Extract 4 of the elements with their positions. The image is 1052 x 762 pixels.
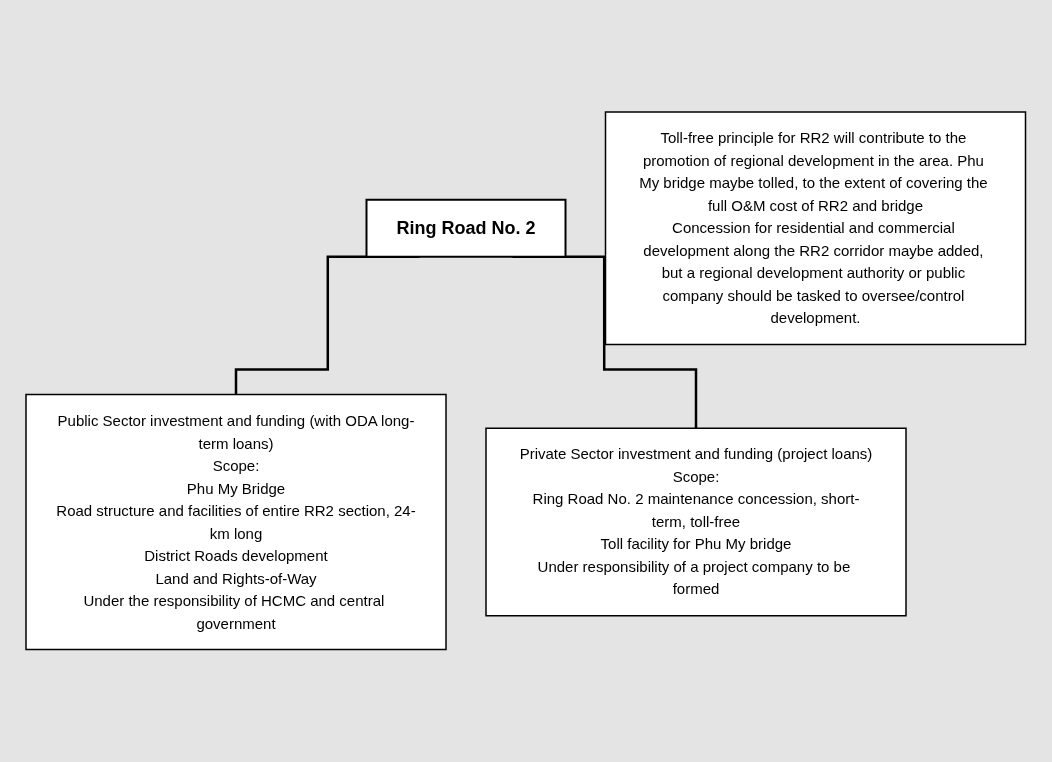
node-box: Ring Road No. 2 xyxy=(365,199,567,258)
node-box: Toll-free principle for RR2 will contribute to the promotion of regional development in the area. Phu My bridge maybe tolled, to the extent of covering the full O&M cost of RR2 and bridge Concession for residential and commercial development along the RR2 corridor maybe added, but a regional development authority or public company should be tasked to oversee/control development. xyxy=(605,111,1027,346)
node-box: Public Sector investment and funding (with ODA long-term loans) Scope: Phu My Bridge Road structure and facilities of entire RR2 section, 24-km long District Roads development Land and Rights-of-Way Under the responsibility of HCMC and central government xyxy=(25,394,447,651)
node-box: Private Sector investment and funding (project loans) Scope: Ring Road No. 2 maintenance concession, short-term, toll-free Toll facility for Phu My bridge Under responsibility of a project company to be formed xyxy=(485,427,907,617)
